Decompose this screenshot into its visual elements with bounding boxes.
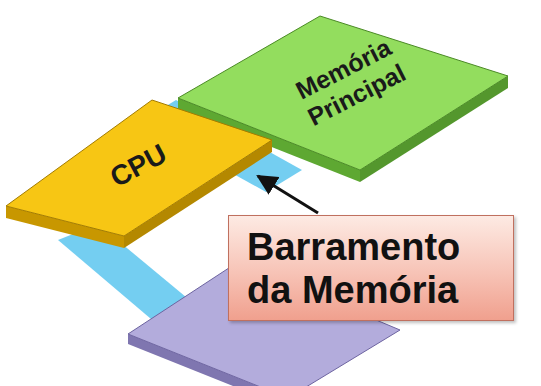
tile-label: Memória Principal [261, 18, 439, 146]
callout-box: Barramento da Memória [228, 215, 514, 321]
tile-label: CPU [105, 138, 172, 194]
leader-arrow [258, 176, 318, 213]
callout-text: Barramento da Memória [247, 226, 495, 311]
